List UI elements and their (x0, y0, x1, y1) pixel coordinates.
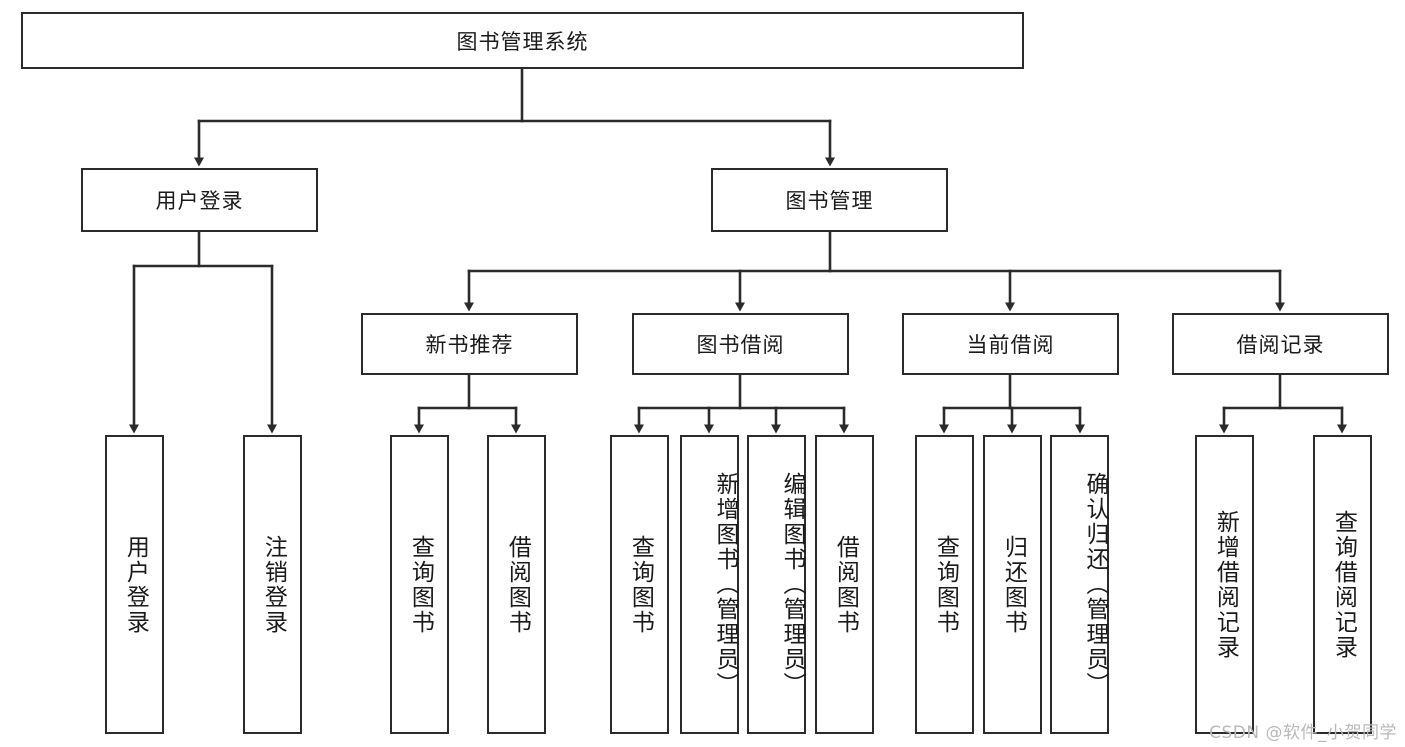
node-book-borrow[interactable]: 图书借阅 (632, 313, 849, 375)
node-label: 编辑图书（管理员） (779, 472, 805, 697)
node-user-login[interactable]: 用户登录 (81, 168, 318, 232)
leaf-query-borrow-record[interactable]: 查询借阅记录 (1313, 435, 1372, 734)
node-label: 用户登录 (122, 534, 149, 635)
leaf-query-book-borrow[interactable]: 查询图书 (610, 435, 669, 734)
node-label: 归还图书 (1000, 534, 1027, 635)
leaf-add-book-admin[interactable]: 新增图书（管理员） (680, 435, 739, 734)
node-current-borrow[interactable]: 当前借阅 (902, 313, 1119, 375)
node-label: 用户登录 (155, 189, 244, 213)
node-label: 新书推荐 (425, 333, 514, 357)
node-label: 确认归还（管理员） (1082, 472, 1108, 697)
node-label: 当前借阅 (966, 333, 1055, 357)
node-label: 借阅图书 (832, 534, 859, 635)
node-label: 新增图书（管理员） (712, 472, 738, 697)
node-label: 查询借阅记录 (1330, 509, 1357, 660)
leaf-add-borrow-record[interactable]: 新增借阅记录 (1195, 435, 1254, 734)
node-label: 图书管理 (785, 189, 874, 213)
node-label: 查询图书 (407, 534, 434, 635)
leaf-edit-book-admin[interactable]: 编辑图书（管理员） (747, 435, 806, 734)
leaf-confirm-return-admin[interactable]: 确认归还（管理员） (1050, 435, 1109, 734)
node-label: 图书借阅 (696, 333, 785, 357)
node-new-book-recommend[interactable]: 新书推荐 (361, 313, 578, 375)
node-label: 新增借阅记录 (1212, 509, 1239, 660)
node-root-book-management-system[interactable]: 图书管理系统 (21, 12, 1024, 69)
node-borrow-record[interactable]: 借阅记录 (1172, 313, 1389, 375)
leaf-query-book-recommend[interactable]: 查询图书 (390, 435, 449, 734)
leaf-query-book-current[interactable]: 查询图书 (915, 435, 974, 734)
leaf-logout-login[interactable]: 注销登录 (243, 435, 302, 734)
leaf-borrow-book-recommend[interactable]: 借阅图书 (487, 435, 546, 734)
leaf-borrow-book[interactable]: 借阅图书 (815, 435, 874, 734)
leaf-return-book[interactable]: 归还图书 (983, 435, 1042, 734)
node-label: 查询图书 (627, 534, 654, 635)
node-label: 查询图书 (932, 534, 959, 635)
node-label: 借阅记录 (1236, 333, 1325, 357)
node-label: 借阅图书 (504, 534, 531, 635)
leaf-user-login[interactable]: 用户登录 (105, 435, 164, 734)
node-label: 注销登录 (260, 534, 287, 635)
node-label: 图书管理系统 (456, 29, 589, 54)
node-book-management[interactable]: 图书管理 (711, 168, 948, 232)
